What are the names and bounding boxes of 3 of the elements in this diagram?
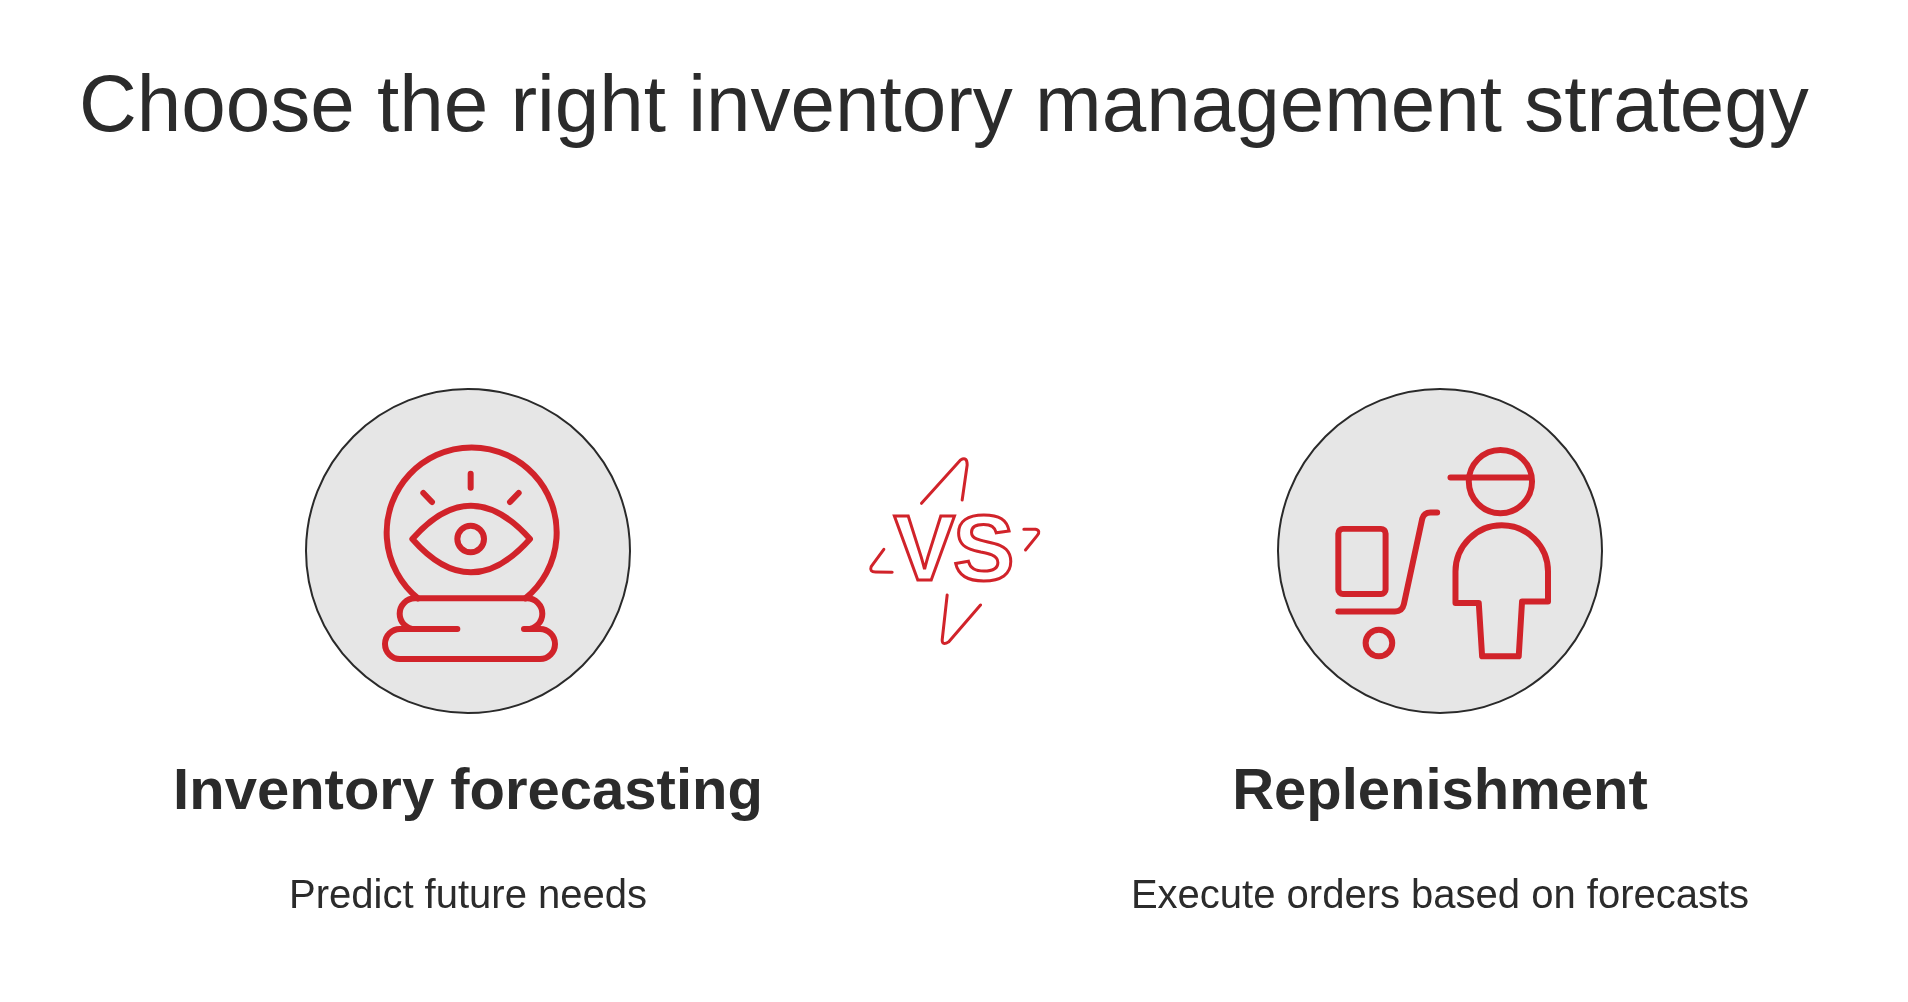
- vs-label: VS: [893, 502, 1013, 594]
- node-description: Predict future needs: [289, 874, 647, 914]
- node-description: Execute orders based on forecasts: [1130, 874, 1750, 914]
